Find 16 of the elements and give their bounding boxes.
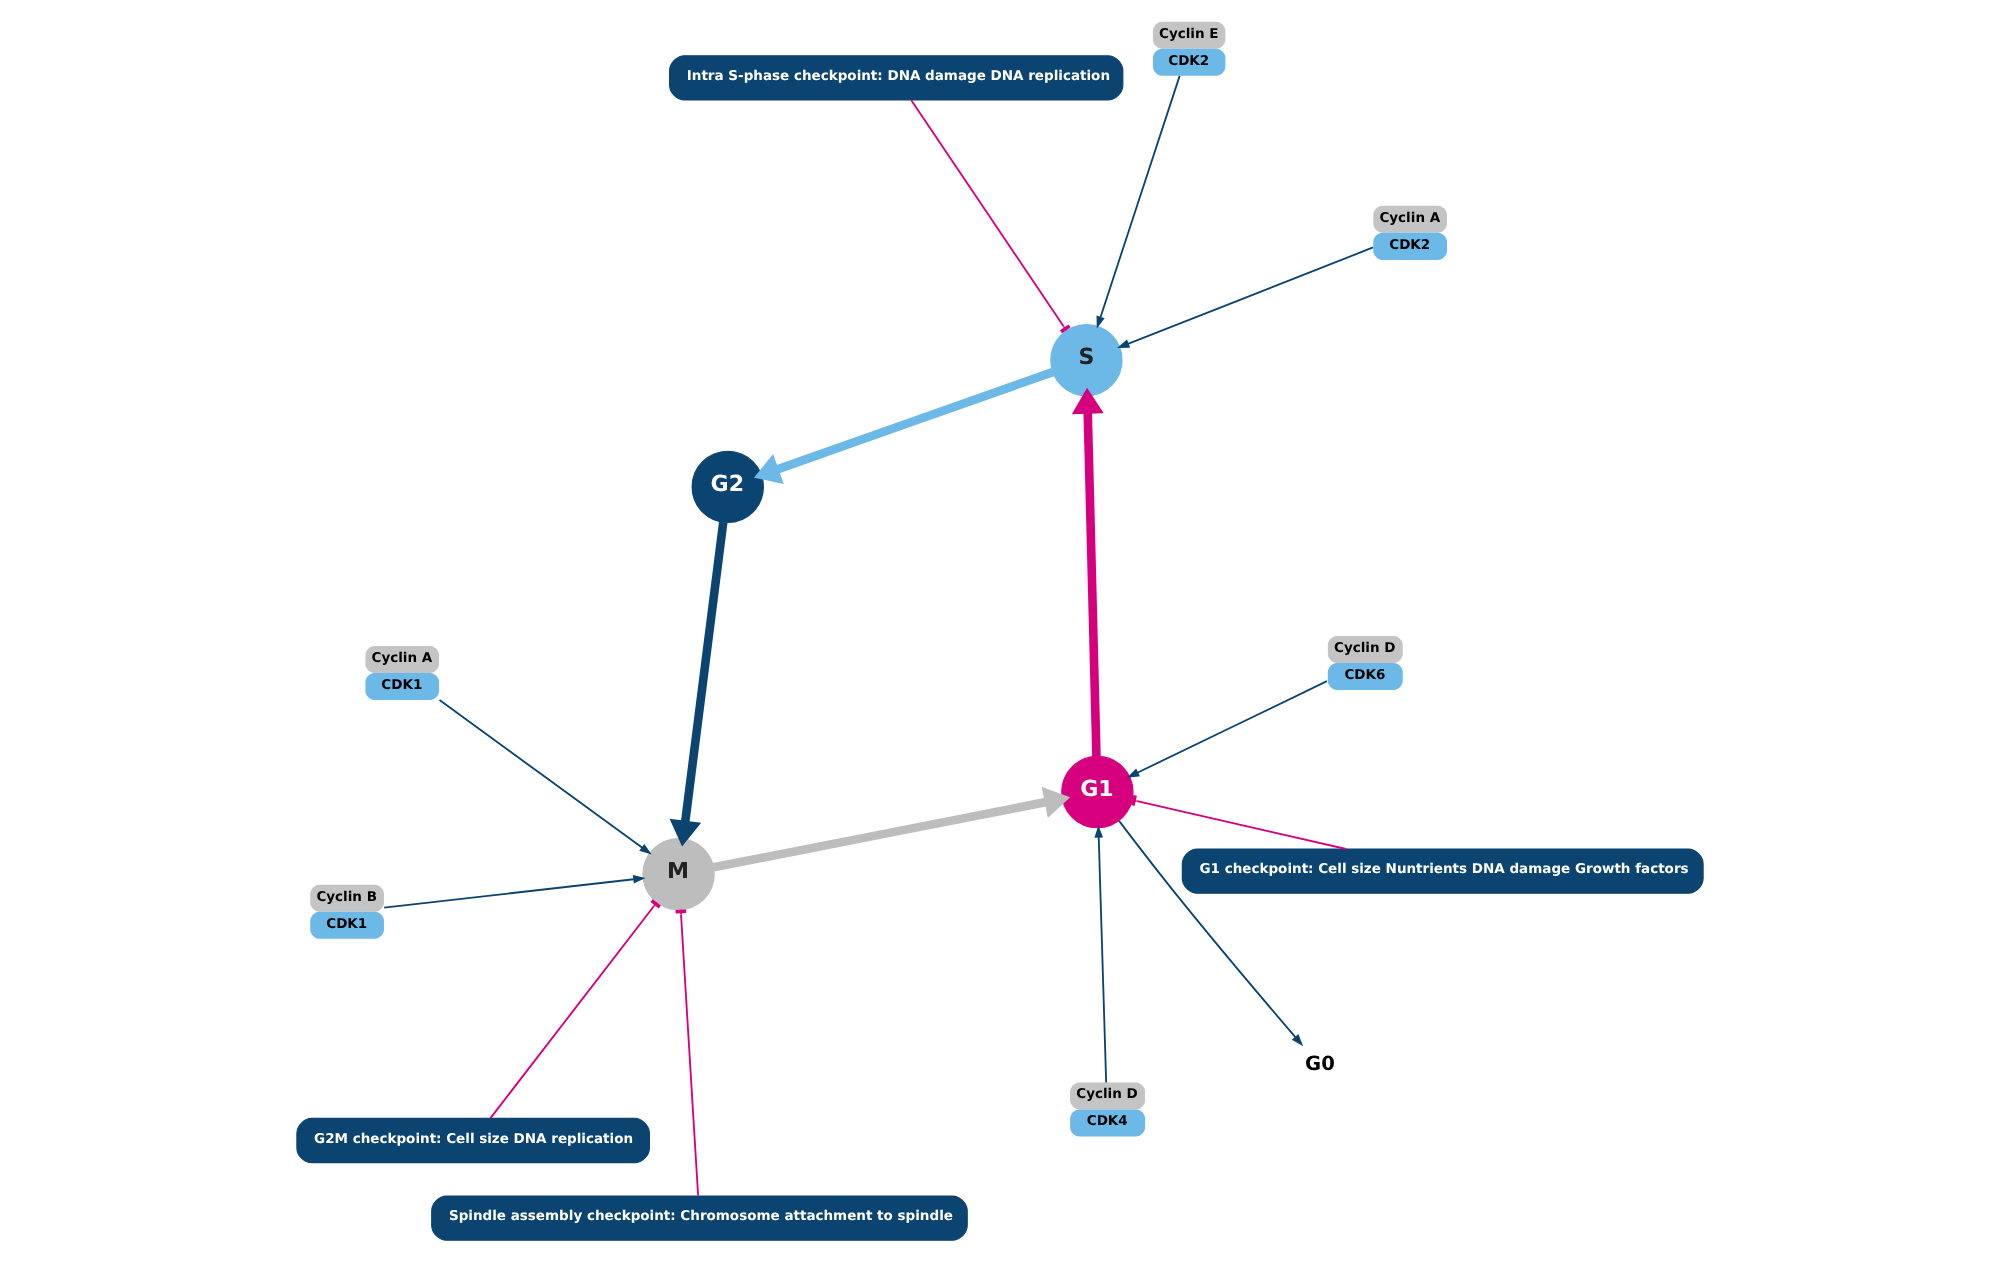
arrow — [712, 786, 1071, 872]
arrow — [1126, 680, 1328, 778]
connector — [910, 99, 1071, 334]
arrow — [438, 699, 652, 855]
arrow — [1117, 246, 1374, 349]
arrow — [1094, 825, 1108, 1084]
arrow — [1071, 387, 1104, 757]
arrow — [383, 875, 646, 909]
connector — [1131, 794, 1347, 850]
node-text: G0 — [1305, 1053, 1335, 1076]
arrow — [753, 368, 1055, 484]
arrow — [1118, 819, 1304, 1047]
node-circle: G2 — [691, 450, 764, 524]
arrow — [1096, 74, 1181, 329]
arrow — [669, 521, 728, 847]
node-circle: G1 — [1061, 755, 1134, 829]
